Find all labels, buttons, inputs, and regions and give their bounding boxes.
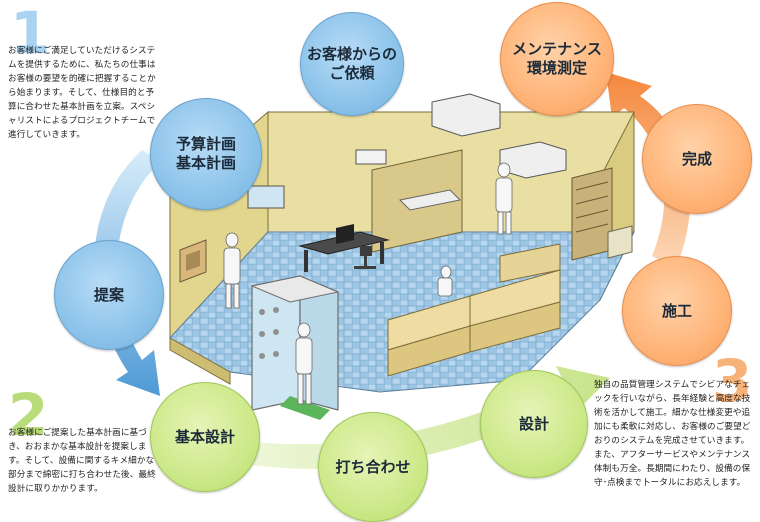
phase-3-description: 独自の品質管理システムでシビアなチェックを行いながら、長年経験と高度な技術を活か…: [594, 380, 751, 488]
step-budget-basic-plan: 予算計画 基本計画: [150, 98, 262, 210]
phase-number-1: 1: [10, 0, 51, 67]
phase-number-3: 3: [712, 347, 753, 415]
phase-1-description: お客様にご満足していただけるシステムを提供するために、私たちの仕事はお客様の要望…: [8, 46, 156, 140]
step-design: 設計: [480, 370, 588, 478]
step-completion: 完成: [642, 104, 752, 214]
phase-2-description: お客様にご提案した基本計画に基づき、おおまかな基本設計を提案します。そして、設備…: [8, 428, 156, 494]
step-maintenance-measurement: メンテナンス 環境測定: [500, 2, 614, 116]
step-client-request: お客様からの ご依頼: [300, 12, 404, 116]
step-proposal: 提案: [54, 240, 164, 350]
step-construction: 施工: [622, 256, 732, 366]
phase-number-2: 2: [8, 381, 49, 449]
flow-arrow-right: [606, 72, 691, 268]
step-meeting: 打ち合わせ: [318, 412, 428, 522]
step-basic-design: 基本設計: [150, 382, 260, 492]
